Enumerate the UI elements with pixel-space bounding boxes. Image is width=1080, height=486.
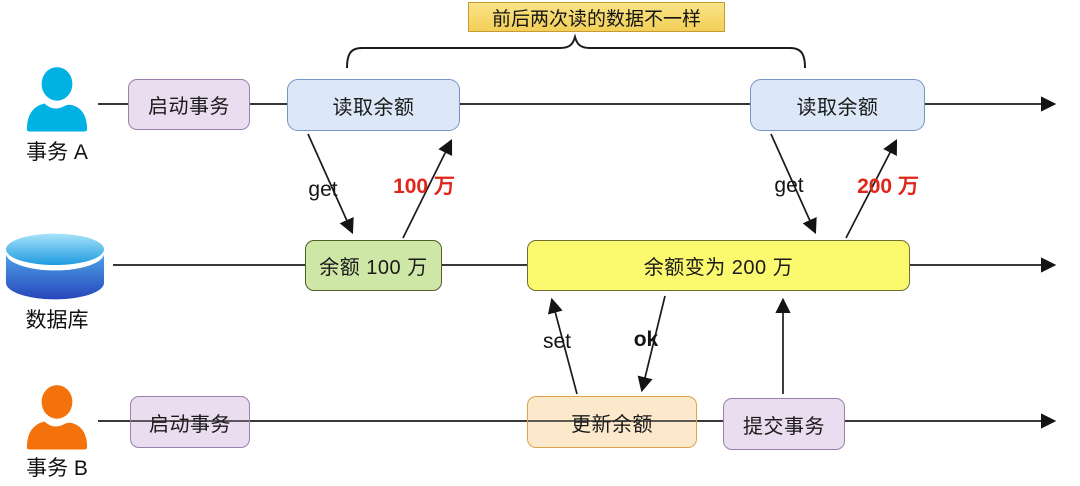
arrow-ok [637,295,666,393]
box-db-balance-100: 余额 100 万 [305,240,442,291]
label-get2: get [774,174,804,197]
box-db-balance-changed-200: 余额变为 200 万 [527,240,910,291]
lane-a-label: 事务 A [26,141,88,164]
label-result-100: 100 万 [393,175,455,198]
box-b-update-balance: 更新余额 [527,396,697,448]
arrow-result1 [402,138,453,239]
database-icon [5,233,105,300]
box-a-start-transaction: 启动事务 [128,79,250,130]
label-get1: get [308,178,338,201]
arrow-get2 [770,133,817,235]
banner-non-repeatable-read: 前后两次读的数据不一样 [468,2,725,32]
arrow-set [547,297,578,395]
user-icon [26,67,88,132]
arrow-result2 [845,138,898,239]
label-ok: ok [633,328,659,351]
user-icon [26,385,88,450]
brace [346,33,806,69]
arrow-get1 [307,133,354,235]
lane-db-label: 数据库 [25,309,89,332]
box-b-commit-transaction: 提交事务 [723,398,845,450]
label-set: set [542,330,571,353]
box-a-read-balance-2: 读取余额 [750,79,925,131]
box-b-start-transaction: 启动事务 [130,396,250,448]
lane-b-label: 事务 B [26,457,88,480]
label-result-200: 200 万 [857,175,919,198]
box-a-read-balance-1: 读取余额 [287,79,460,131]
